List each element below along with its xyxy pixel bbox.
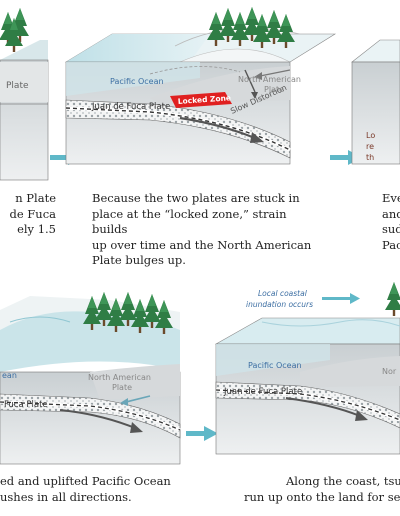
panel4-north-american-label-2: Plate (112, 383, 132, 392)
distortion-arrow (244, 69, 291, 99)
caption-line: Eve (382, 191, 400, 205)
panel4-ocean-label: ean (2, 371, 17, 380)
panel-4: ean North American Plate Fuca Plate (0, 292, 218, 465)
plate-motion-arrow (179, 116, 264, 143)
panel-2: Locked Zone Slow Distortion Pacific Ocea… (64, 7, 362, 165)
caption-line: up over time and the North American (92, 237, 312, 252)
caption-line: sud (382, 222, 400, 236)
panel-5: Local coastal inundation occurs Pacific … (214, 282, 400, 455)
arrow-4-to-5 (186, 426, 218, 441)
panel4-juan-de-fuca-label: Fuca Plate (4, 400, 48, 410)
inundation-label-2: inundation occurs (246, 300, 313, 309)
panel3-side-text-3: th (366, 153, 374, 162)
panel5-juan-de-fuca-label: Juan de Fuca Plate (223, 387, 302, 397)
caption-line: Pac (382, 237, 400, 252)
panel5-tree-icon (385, 282, 400, 316)
juan-de-fuca-label: Juan de Fuca Plate (91, 102, 170, 112)
caption-line: Plate bulges up. (92, 253, 186, 267)
caption-line: ely 1.5 (17, 222, 56, 236)
north-american-label-line2: Plate (264, 85, 284, 94)
caption-line: n Plate (15, 191, 56, 205)
pacific-ocean-label: Pacific Ocean (110, 77, 164, 86)
locked-zone-label: Locked Zone (178, 93, 232, 106)
caption-line: ed and uplifted Pacific Ocean (0, 474, 171, 488)
caption-line: run up onto the land for sev (244, 489, 400, 504)
panel1-plate-label: Plate (6, 81, 29, 91)
caption-line: and (382, 206, 400, 221)
panel4-caption: ed and uplifted Pacific Ocean ushes in a… (0, 474, 184, 505)
panel3-caption: Eve and sud Pac (382, 191, 400, 253)
inundation-arrow (322, 293, 360, 304)
locked-zone-marker (170, 92, 232, 108)
panel3-side-text-1: Lo (366, 131, 375, 140)
panel5-ocean-label: Pacific Ocean (248, 361, 302, 370)
panel3-side-text-2: re (366, 142, 374, 151)
panel-3: Lo re th (351, 39, 400, 165)
panel5-north-american-label: Nor (382, 367, 397, 376)
north-american-label-line1: North American (238, 75, 301, 84)
caption-line: de Fuca (9, 206, 56, 221)
panel4-north-american-label-1: North American (88, 373, 151, 382)
panel1-caption: n Plate de Fuca ely 1.5 (0, 191, 56, 238)
panel2-caption: Because the two plates are stuck in plac… (92, 191, 324, 269)
caption-line: Along the coast, tsu (286, 474, 400, 488)
caption-line: Because the two plates are stuck in (92, 191, 300, 205)
inundation-label-1: Local coastal (258, 289, 308, 298)
panel5-caption: Along the coast, tsu run up onto the lan… (244, 474, 400, 505)
caption-line: place at the “locked zone,” strain build… (92, 206, 287, 237)
caption-line: ushes in all directions. (0, 489, 132, 504)
